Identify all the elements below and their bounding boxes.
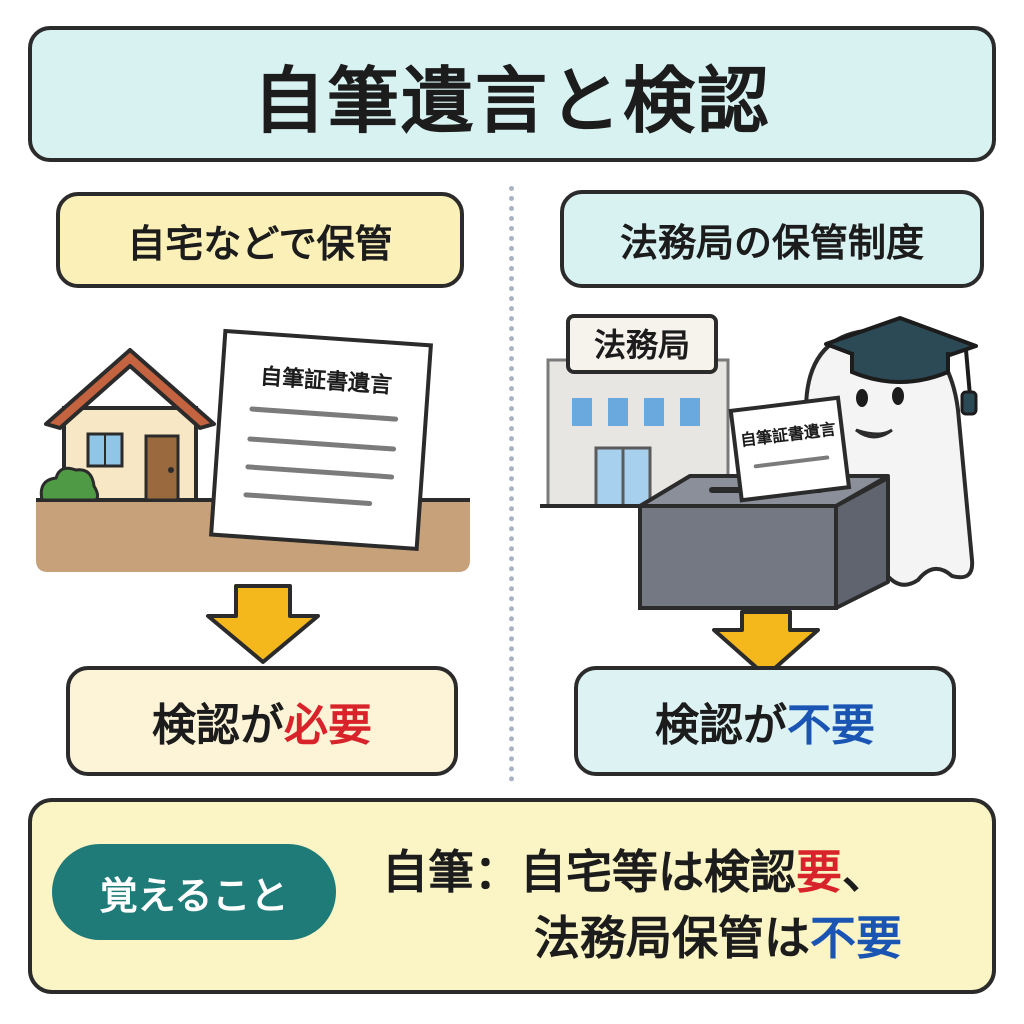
right-down-arrow-icon	[712, 610, 820, 678]
memo-line-2: 法務局保管は不要	[534, 902, 902, 968]
memo-line-1-emphasis: 要	[796, 845, 842, 899]
left-result-box: 検認が必要	[66, 666, 458, 776]
house-icon	[44, 348, 216, 502]
inserted-will-document-icon: 自筆証書遺言	[728, 395, 852, 503]
memo-line-2-text: 法務局保管は	[534, 911, 810, 965]
right-result-emphasis: 不要	[787, 700, 875, 751]
memo-line-1: 自筆：自宅等は検認要、	[382, 836, 888, 902]
page-title: 自筆遺言と検認	[28, 26, 996, 162]
left-result-prefix: 検認が	[152, 700, 284, 751]
right-result-prefix: 検認が	[655, 700, 787, 751]
building-sign: 法務局	[594, 326, 690, 364]
memo-line-2-emphasis: 不要	[810, 911, 902, 965]
memo-panel	[28, 798, 996, 994]
left-down-arrow-icon	[206, 584, 320, 664]
memo-line-1-end: 、	[842, 845, 888, 899]
mortarboard-icon	[824, 316, 978, 416]
memo-line-1-text: 自筆：自宅等は検認	[382, 845, 796, 899]
center-divider	[509, 186, 514, 782]
will-document-icon: 自筆証書遺言	[209, 328, 434, 552]
right-column-header: 法務局の保管制度	[560, 190, 984, 288]
left-column-header: 自宅などで保管	[56, 192, 464, 288]
memo-badge: 覚えること	[52, 844, 336, 940]
left-result-emphasis: 必要	[284, 700, 372, 751]
bush-icon	[39, 466, 100, 502]
right-result-box: 検認が不要	[574, 666, 956, 776]
